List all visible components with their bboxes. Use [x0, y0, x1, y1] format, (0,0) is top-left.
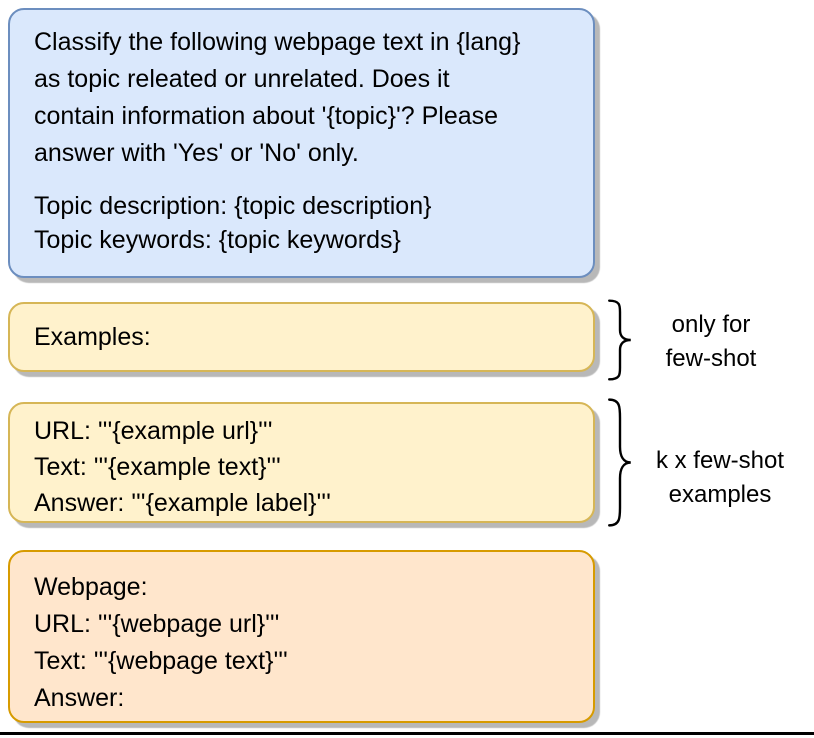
only-for-few-shot-annotation: only for few-shot: [645, 308, 777, 376]
webpage-header-line: Webpage:: [34, 573, 148, 601]
webpage-text-line: Text: '''{webpage text}''': [34, 647, 288, 675]
instruction-paragraph: Classify the following webpage text in {…: [34, 24, 569, 172]
figure-bottom-rule: [0, 732, 814, 735]
annotation-line: few-shot: [665, 345, 757, 372]
topic-info-paragraph: Topic description: {topic description} T…: [34, 189, 569, 257]
topic-keywords-line: Topic keywords: {topic keywords}: [34, 226, 401, 254]
k-few-shot-examples-annotation: k x few-shot examples: [640, 444, 800, 512]
instruction-prompt-box: Classify the following webpage text in {…: [8, 8, 595, 278]
example-text-line: Text: '''{example text}''': [34, 453, 281, 481]
webpage-answer-line: Answer:: [34, 684, 125, 712]
example-url-line: URL: '''{example url}''': [34, 417, 273, 445]
instruction-line: as topic releated or unrelated. Does it: [34, 65, 450, 93]
instruction-line: answer with 'Yes' or 'No' only.: [34, 139, 359, 167]
few-shot-example-box: URL: '''{example url}''' Text: '''{examp…: [8, 402, 595, 523]
webpage-url-line: URL: '''{webpage url}''': [34, 610, 280, 638]
curly-brace-icon: [606, 397, 634, 528]
example-answer-line: Answer: '''{example label}''': [34, 489, 331, 517]
examples-header-label: Examples:: [34, 322, 151, 351]
webpage-query-box: Webpage: URL: '''{webpage url}''' Text: …: [8, 550, 595, 723]
instruction-line: contain information about '{topic}'? Ple…: [34, 102, 499, 130]
topic-description-line: Topic description: {topic description}: [34, 192, 432, 220]
examples-header-box: Examples:: [8, 302, 595, 372]
curly-brace-icon: [606, 299, 634, 381]
annotation-line: examples: [668, 481, 772, 508]
annotation-line: k x few-shot: [655, 447, 785, 474]
annotation-line: only for: [671, 311, 751, 338]
instruction-line: Classify the following webpage text in {…: [34, 28, 521, 56]
